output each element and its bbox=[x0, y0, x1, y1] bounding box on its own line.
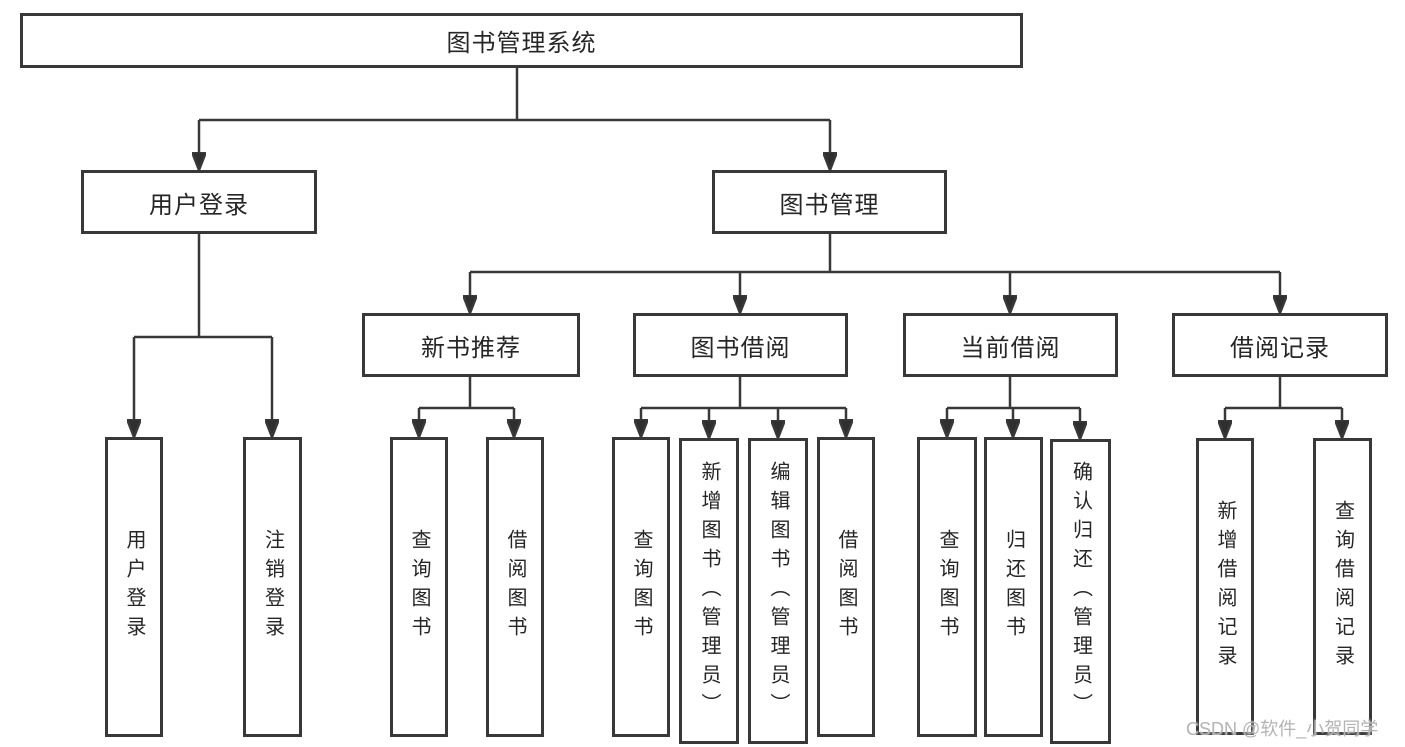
node-label: 查询图书 bbox=[936, 529, 958, 645]
node-label: 借阅图书 bbox=[504, 529, 526, 645]
node-label: 注销登录 bbox=[261, 529, 284, 645]
leaf-borrow-book-recommend: 借阅图书 bbox=[486, 437, 544, 737]
leaf-return-book: 归还图书 bbox=[984, 437, 1043, 737]
leaf-query-book-recommend: 查询图书 bbox=[390, 437, 448, 737]
leaf-add-book-admin: 新增图书（管理员） bbox=[679, 438, 739, 744]
node-current-borrowing: 当前借阅 bbox=[903, 313, 1118, 377]
leaf-add-borrow-record: 新增借阅记录 bbox=[1196, 438, 1254, 735]
node-label: 归还图书 bbox=[1002, 529, 1025, 645]
node-label: 借阅记录 bbox=[1230, 334, 1330, 362]
leaf-query-borrow-record: 查询借阅记录 bbox=[1313, 438, 1372, 735]
node-root-library-system: 图书管理系统 bbox=[20, 13, 1023, 68]
node-label: 确认归还（管理员） bbox=[1069, 461, 1092, 722]
leaf-logout: 注销登录 bbox=[243, 437, 302, 737]
node-label: 用户登录 bbox=[123, 529, 145, 645]
node-label: 查询图书 bbox=[630, 529, 652, 645]
leaf-edit-book-admin: 编辑图书（管理员） bbox=[748, 438, 808, 744]
node-label: 新增借阅记录 bbox=[1214, 499, 1236, 674]
leaf-query-book-current: 查询图书 bbox=[917, 437, 977, 737]
node-label: 借阅图书 bbox=[835, 529, 857, 645]
node-label: 查询图书 bbox=[408, 529, 430, 645]
leaf-borrow-book: 借阅图书 bbox=[817, 437, 875, 737]
node-label: 编辑图书（管理员） bbox=[767, 460, 789, 722]
node-label: 用户登录 bbox=[149, 191, 249, 219]
node-borrowing-records: 借阅记录 bbox=[1172, 313, 1388, 377]
node-label: 新书推荐 bbox=[421, 334, 521, 362]
node-label: 查询借阅记录 bbox=[1331, 499, 1354, 674]
leaf-user-login: 用户登录 bbox=[105, 437, 163, 737]
leaf-query-book-borrowing: 查询图书 bbox=[612, 437, 670, 737]
leaf-confirm-return-admin: 确认归还（管理员） bbox=[1050, 439, 1111, 744]
node-label: 当前借阅 bbox=[960, 334, 1061, 362]
node-label: 图书管理 bbox=[779, 191, 880, 219]
node-label: 图书管理系统 bbox=[446, 30, 597, 57]
node-label: 图书借阅 bbox=[690, 334, 791, 362]
node-user-login: 用户登录 bbox=[81, 170, 317, 234]
node-label: 新增图书（管理员） bbox=[698, 460, 720, 722]
node-new-book-recommend: 新书推荐 bbox=[362, 313, 580, 377]
node-book-management: 图书管理 bbox=[712, 170, 947, 234]
watermark: CSDN @软件_小贺同学 bbox=[1186, 719, 1379, 739]
node-book-borrowing: 图书借阅 bbox=[633, 313, 848, 377]
